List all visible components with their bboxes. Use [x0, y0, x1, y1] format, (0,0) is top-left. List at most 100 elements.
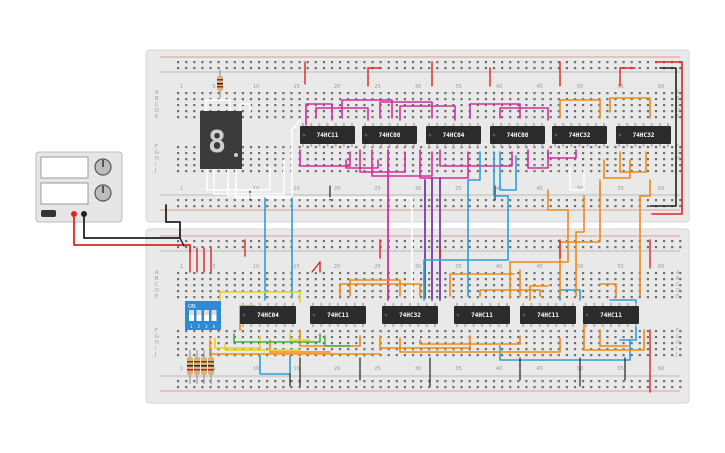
wire[interactable] [269, 339, 331, 353]
wire[interactable] [649, 67, 677, 207]
bottom-chip-row[interactable]: 74HC04 74HC11 74HC32 74HC11 74HC11 74HC11 [240, 303, 639, 327]
bottom-resistors[interactable] [187, 350, 214, 384]
row-letter: G [676, 150, 680, 156]
column-number: 20 [334, 264, 340, 270]
bottom-chip-6[interactable]: 74HC11 [583, 303, 639, 327]
wire[interactable] [467, 151, 481, 297]
seven-segment-display[interactable]: 8 [200, 111, 242, 169]
bottom-chip-3[interactable]: 74HC32 [382, 303, 438, 327]
power-supply[interactable] [35, 151, 123, 223]
wire[interactable] [603, 159, 631, 179]
wire[interactable] [419, 335, 521, 345]
wire[interactable] [547, 149, 577, 159]
bottom-chip-1[interactable]: 74HC04 [240, 303, 296, 327]
column-number: 40 [496, 186, 502, 192]
top-chip-1[interactable]: 74HC11 [300, 123, 355, 147]
top-chip-row[interactable]: 74HC11 74HC08 74HC04 74HC08 74HC32 74HC32 [300, 123, 671, 147]
wire[interactable] [599, 283, 617, 297]
wires[interactable] [73, 61, 683, 393]
wire[interactable] [345, 159, 379, 169]
wire[interactable] [569, 167, 585, 191]
dip-lever[interactable] [189, 310, 194, 321]
wire[interactable] [311, 261, 321, 273]
chip-label: 74HC32 [569, 132, 591, 139]
wire[interactable] [305, 103, 333, 126]
bottom-chip-5[interactable]: 74HC11 [520, 303, 576, 327]
top-chip-3[interactable]: 74HC04 [426, 123, 481, 147]
wire[interactable] [359, 149, 406, 173]
wire[interactable] [575, 195, 585, 297]
wire[interactable] [559, 179, 601, 297]
column-number: 45 [536, 186, 542, 192]
bottom-chip-2[interactable]: 74HC11 [310, 303, 366, 327]
wire[interactable] [423, 151, 509, 301]
top-chip-4[interactable]: 74HC08 [490, 123, 545, 147]
wire[interactable] [509, 189, 569, 299]
top-chip-5[interactable]: 74HC32 [552, 123, 607, 147]
dip-lever[interactable] [204, 310, 209, 321]
wire[interactable] [399, 337, 561, 353]
wire[interactable] [469, 103, 521, 119]
wire[interactable] [651, 61, 683, 215]
wire[interactable] [219, 291, 301, 303]
wire[interactable] [339, 283, 421, 297]
wire[interactable] [206, 167, 271, 191]
row-letter: G [155, 150, 159, 156]
wire[interactable] [259, 355, 291, 375]
dip-lever[interactable] [211, 310, 217, 321]
wire[interactable] [379, 101, 433, 119]
wire[interactable] [529, 285, 549, 301]
top-chip-2[interactable]: 74HC08 [362, 123, 417, 147]
column-number: 35 [455, 84, 461, 90]
chip-label: 74HC32 [399, 312, 421, 319]
wire[interactable] [179, 237, 185, 247]
wire[interactable] [583, 311, 645, 351]
wire[interactable] [235, 167, 413, 301]
column-number: 50 [577, 84, 583, 90]
dip-lever[interactable] [196, 310, 202, 321]
row-letter: C [676, 102, 680, 108]
wire[interactable] [233, 333, 321, 343]
wire[interactable] [527, 149, 549, 169]
resistor-top[interactable] [217, 70, 223, 98]
wire[interactable] [213, 159, 285, 195]
wire[interactable] [83, 204, 181, 239]
wire[interactable] [349, 279, 401, 297]
bottom-chip-4[interactable]: 74HC11 [454, 303, 510, 327]
wire[interactable] [227, 119, 301, 197]
wire[interactable] [371, 149, 433, 177]
column-number: 1 [180, 366, 183, 372]
row-letter: G [155, 334, 159, 340]
wire[interactable] [439, 149, 513, 167]
wire[interactable] [399, 105, 456, 121]
column-number: 1 [180, 186, 183, 192]
chip-label: 74HC11 [537, 312, 559, 319]
wire[interactable] [559, 99, 601, 119]
wire[interactable] [239, 103, 251, 113]
wire[interactable] [639, 179, 651, 297]
wire[interactable] [299, 149, 351, 167]
power-switch[interactable] [41, 210, 56, 217]
wire[interactable] [341, 99, 393, 119]
wire[interactable] [619, 151, 647, 173]
wire[interactable] [224, 343, 301, 351]
wire[interactable] [205, 99, 231, 113]
wire[interactable] [499, 151, 517, 191]
wire[interactable] [599, 329, 629, 347]
top-chip-6[interactable]: 74HC32 [616, 123, 671, 147]
wire[interactable] [289, 333, 311, 341]
wire[interactable] [479, 289, 541, 297]
column-number: 45 [536, 366, 542, 372]
wire[interactable] [499, 107, 549, 121]
wire[interactable] [379, 335, 471, 349]
wire[interactable] [609, 97, 651, 119]
wire[interactable] [209, 339, 381, 355]
row-letter: C [676, 282, 680, 288]
wire[interactable] [324, 335, 351, 347]
wire[interactable] [419, 149, 469, 179]
wire[interactable] [449, 273, 515, 297]
column-number: 25 [374, 84, 380, 90]
